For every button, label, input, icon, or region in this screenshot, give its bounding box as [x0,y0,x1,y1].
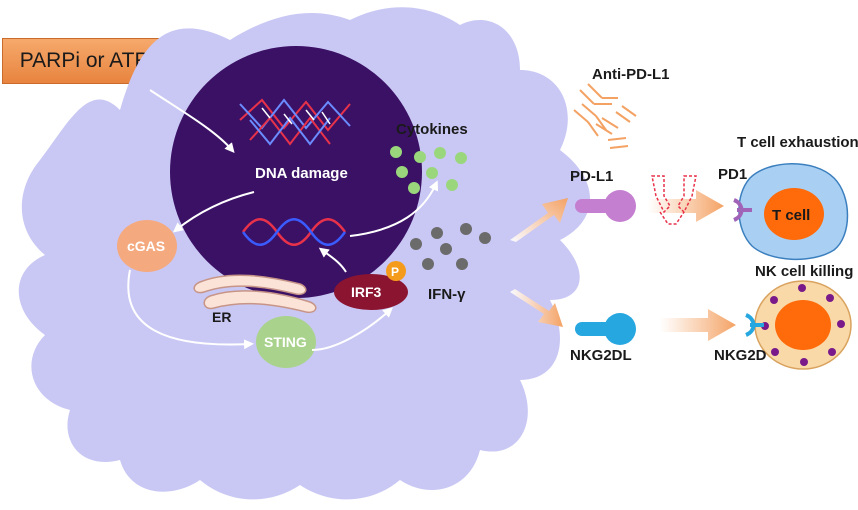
er-icon [193,274,317,314]
pdl1-to-tcell-arrow [648,190,724,222]
cytokine-dots [390,146,467,194]
nkg2d-receptor-icon [745,313,764,337]
pd1-receptor-icon [733,198,752,222]
dna-helix-icon [241,218,347,246]
sting-label: STING [264,334,307,350]
t-exhaustion-label: T cell exhaustion [737,134,858,151]
nkg2dl-receptor-icon [575,313,636,345]
anti-pdl1-label: Anti-PD-L1 [592,66,670,83]
t-cell-label: T cell [772,207,810,224]
pathway-arrows [127,89,439,351]
pdl1-label: PD-L1 [570,168,613,185]
irf3-label: IRF3 [351,284,382,300]
nkg2dl-to-nk-arrow [660,309,736,341]
irf3-node [334,274,408,310]
er-label: ER [212,309,231,325]
blocked-antibody-icon [651,175,697,225]
ifn-label: IFN-γ [428,286,466,303]
phospho-node [386,261,406,281]
nk-cell [754,280,852,370]
pdl1-receptor-icon [575,190,636,222]
pd1-label: PD1 [718,166,747,183]
nk-killing-label: NK cell killing [755,263,853,280]
nkg2dl-label: NKG2DL [570,347,632,364]
phospho-label: P [391,265,399,279]
nkg2d-label: NKG2D [714,347,767,364]
cgas-label: cGAS [127,238,165,254]
signal-arrow-down [510,289,563,327]
sting-node [256,316,316,368]
cgas-node [117,220,177,272]
cytokines-label: Cytokines [396,121,468,138]
signal-arrow-up [510,198,568,242]
ifn-dots [410,223,491,270]
t-cell [738,163,849,260]
dna-damage-label: DNA damage [255,165,348,182]
drug-label: PARPi or ATRi [19,49,155,72]
antibody-icon [573,83,637,149]
damaged-dna-icon [239,98,351,146]
